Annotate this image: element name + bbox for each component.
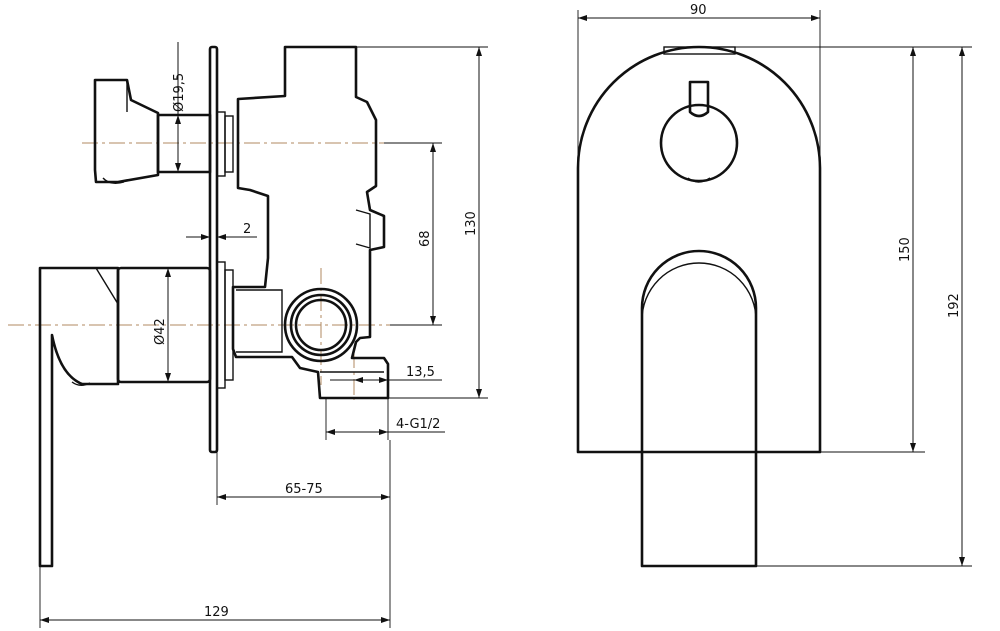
dim-total-height: 192 xyxy=(947,293,962,318)
valve-body-inner xyxy=(236,289,283,353)
dim-body-height: 130 xyxy=(464,211,479,236)
front-lever-handle xyxy=(640,249,758,568)
valve-body-step xyxy=(355,209,371,249)
dim-thread: 4-G1/2 xyxy=(396,417,440,432)
front-plate-top-notch xyxy=(663,46,736,55)
cover-plate xyxy=(208,45,219,454)
front-diverter-knob xyxy=(659,103,739,183)
dim-diverter-diameter: Ø19,5 xyxy=(172,73,187,112)
diverter-knob-tip xyxy=(102,177,125,185)
lever-handle-tip xyxy=(71,381,91,386)
front-diverter-tip xyxy=(687,177,711,183)
dim-front-width: 90 xyxy=(690,3,707,18)
front-cover-plate xyxy=(576,45,822,454)
diverter-knob xyxy=(93,78,160,184)
dim-axis-spacing: 68 xyxy=(418,230,433,247)
diverter-stem xyxy=(156,113,212,174)
lever-handle xyxy=(38,266,120,568)
valve-body xyxy=(231,45,390,400)
outlet-ring-middle xyxy=(289,293,353,357)
front-view xyxy=(576,45,822,568)
dim-plate-height: 150 xyxy=(898,237,913,262)
front-lever-inner xyxy=(641,262,757,452)
front-diverter-lever xyxy=(688,80,710,118)
front-dimensions: 90 150 192 xyxy=(577,3,972,567)
dim-lever-diameter: Ø42 xyxy=(153,318,168,345)
center-lines xyxy=(8,142,402,400)
dim-total-depth: 129 xyxy=(204,605,229,620)
diverter-thread xyxy=(224,115,234,173)
dim-plate-thickness: 2 xyxy=(243,222,251,237)
side-dimensions: Ø19,5 2 68 130 Ø42 13,5 xyxy=(39,42,488,628)
lever-handle-face xyxy=(95,267,119,384)
side-view xyxy=(38,45,390,568)
outlet-ring-outer xyxy=(283,287,359,363)
lever-body xyxy=(116,266,212,384)
outlet-ring-inner xyxy=(294,298,348,352)
dim-installation-depth: 65-75 xyxy=(285,482,323,497)
dim-offset: 13,5 xyxy=(406,365,435,380)
